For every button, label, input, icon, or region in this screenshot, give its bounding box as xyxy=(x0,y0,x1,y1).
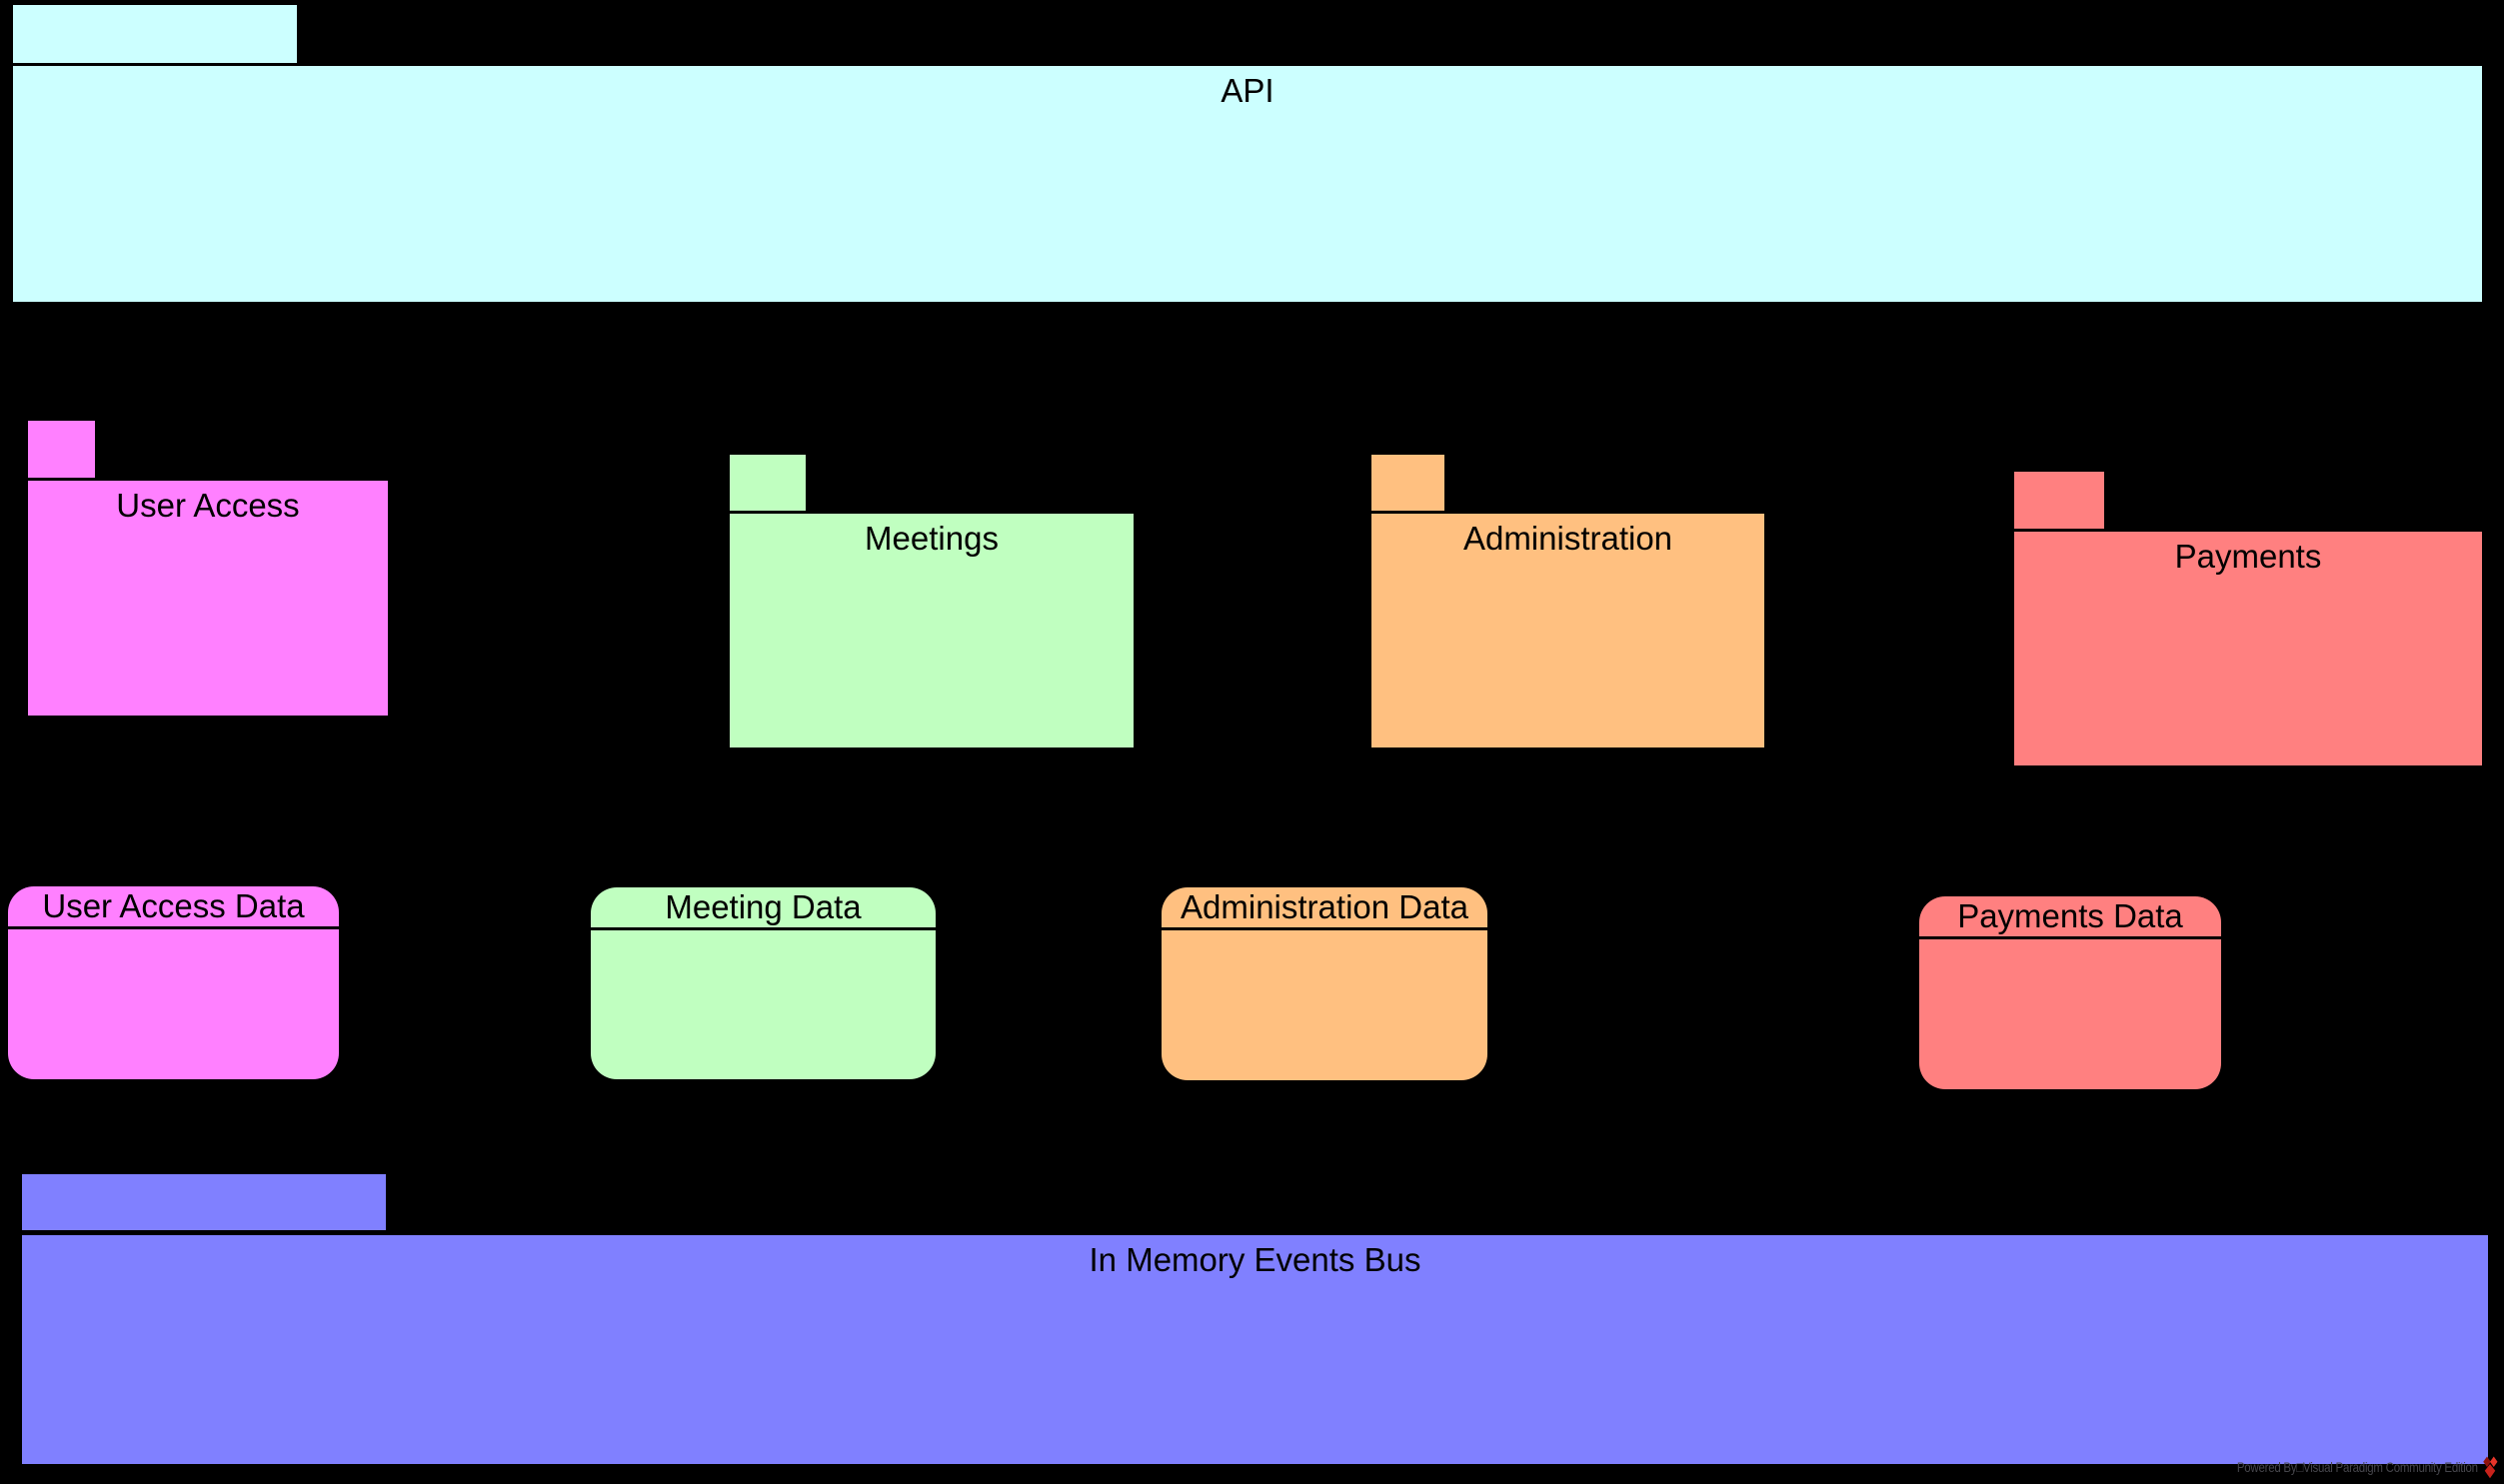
package-payments-tab xyxy=(2014,472,2104,532)
visual-paradigm-diamond-icon xyxy=(2483,1456,2498,1479)
watermark: Powered By□Visual Paradigm Community Edi… xyxy=(2184,1455,2499,1479)
package-administration-body: Administration xyxy=(1371,514,1764,747)
package-user-access-label: User Access xyxy=(116,487,300,524)
package-meetings-label: Meetings xyxy=(865,520,999,557)
package-user-access[interactable]: User Access xyxy=(28,421,388,716)
package-administration-label: Administration xyxy=(1462,520,1673,557)
datastore-payments-data-label: Payments Data xyxy=(1919,896,2221,939)
datastore-administration-data[interactable]: Administration Data xyxy=(1162,887,1487,1080)
package-meetings[interactable]: Meetings xyxy=(730,455,1134,747)
package-meetings-tab xyxy=(730,455,806,514)
datastore-meeting-data[interactable]: Meeting Data xyxy=(591,887,936,1079)
datastore-payments-data[interactable]: Payments Data xyxy=(1919,896,2221,1089)
package-api[interactable]: API xyxy=(13,5,2482,302)
package-api-label: API xyxy=(1221,72,1274,109)
package-events-bus-tab xyxy=(22,1174,386,1235)
package-events-bus-label: In Memory Events Bus xyxy=(1089,1241,1421,1278)
package-administration-tab xyxy=(1371,455,1444,514)
package-api-tab xyxy=(13,5,297,66)
datastore-user-access-data[interactable]: User Access Data xyxy=(8,886,339,1079)
package-events-bus[interactable]: In Memory Events Bus xyxy=(22,1174,2488,1464)
package-user-access-body: User Access xyxy=(28,481,388,716)
datastore-user-access-data-label: User Access Data xyxy=(8,886,339,929)
package-meetings-body: Meetings xyxy=(730,514,1134,747)
package-payments-label: Payments xyxy=(2174,538,2322,575)
package-events-bus-body: In Memory Events Bus xyxy=(22,1235,2488,1464)
package-administration[interactable]: Administration xyxy=(1371,455,1764,747)
datastore-meeting-data-label: Meeting Data xyxy=(591,887,936,930)
package-payments[interactable]: Payments xyxy=(2014,472,2482,765)
package-user-access-tab xyxy=(28,421,95,481)
package-payments-body: Payments xyxy=(2014,532,2482,765)
datastore-administration-data-label: Administration Data xyxy=(1162,887,1487,930)
package-api-body: API xyxy=(13,66,2482,302)
watermark-text: Powered By□Visual Paradigm Community Edi… xyxy=(2237,1459,2478,1475)
